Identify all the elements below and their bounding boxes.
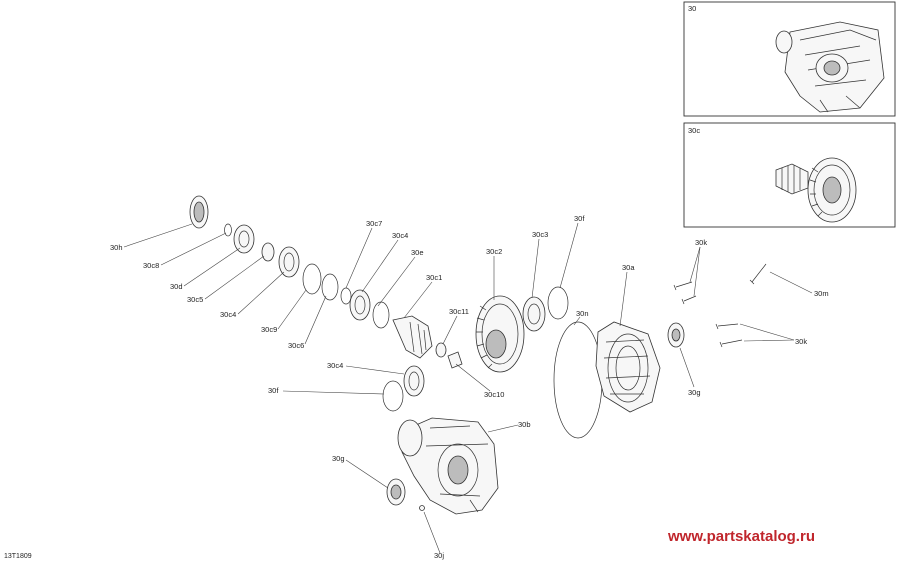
- part-30f-ring-upper: [547, 286, 569, 320]
- callout-30c4-mid: 30c4: [392, 231, 408, 240]
- callout-30m: 30m: [814, 289, 829, 298]
- callout-30c8: 30c8: [143, 261, 159, 270]
- callout-30c7: 30c7: [366, 219, 382, 228]
- part-30c7-shim: [340, 287, 352, 305]
- callout-30n: 30n: [576, 309, 589, 318]
- callout-30a: 30a: [622, 263, 635, 272]
- part-30c8-oring: [224, 223, 232, 237]
- callout-labels: 30h 30c8 30d 30c5 30c4 30c9 30c6 30c7 30…: [110, 214, 829, 560]
- inset-label: 30: [688, 4, 696, 13]
- callout-30c10: 30c10: [484, 390, 504, 399]
- callout-30b: 30b: [518, 420, 531, 429]
- part-30c9-ring: [302, 263, 322, 295]
- inset-assembly-30: 30: [683, 1, 896, 117]
- part-30b-housing: [397, 417, 499, 515]
- part-30c4-bearing-upper: [278, 246, 300, 278]
- part-30j-plug: [419, 505, 425, 511]
- part-30g-seal-lower: [386, 478, 406, 506]
- callout-30j: 30j: [434, 551, 444, 560]
- part-30k-bolts-upper: [673, 281, 697, 305]
- part-30f-ring-lower: [382, 380, 404, 412]
- part-30m-stud: [749, 263, 767, 285]
- part-30c2-ring-gear: [475, 295, 525, 373]
- part-30d-bearing: [233, 224, 255, 254]
- part-30c11-spacer: [435, 342, 447, 358]
- callout-30c4: 30c4: [220, 310, 236, 319]
- callout-30c2: 30c2: [486, 247, 502, 256]
- part-30c3-bearing: [522, 296, 546, 332]
- part-30a-cover: [595, 321, 661, 413]
- callout-30g-right: 30g: [688, 388, 701, 397]
- leader-lines: [123, 222, 813, 554]
- callout-30k-lower: 30k: [795, 337, 807, 346]
- callout-30c3: 30c3: [532, 230, 548, 239]
- callout-30c4-lower: 30c4: [327, 361, 343, 370]
- part-30c1-pinion-shaft: [392, 315, 433, 359]
- part-30c10-bushing: [447, 351, 463, 369]
- inset-gearset-30c: 30c: [683, 122, 896, 228]
- callout-30c9: 30c9: [261, 325, 277, 334]
- part-30n-oring: [553, 321, 603, 439]
- part-30c6-ring: [321, 273, 339, 301]
- callout-30d: 30d: [170, 282, 183, 291]
- callout-30c11: 30c11: [449, 307, 469, 316]
- callout-30e: 30e: [411, 248, 424, 257]
- drawing-code: 13T1809: [4, 553, 32, 560]
- part-30c4-bearing-mid: [349, 289, 371, 321]
- callout-30k-upper: 30k: [695, 238, 707, 247]
- part-30g-seal-right: [667, 322, 685, 348]
- part-30k-bolts-lower: [715, 323, 743, 348]
- callout-30h: 30h: [110, 243, 123, 252]
- callout-30c6: 30c6: [288, 341, 304, 350]
- callout-30c5: 30c5: [187, 295, 203, 304]
- watermark: www.partskatalog.ru: [667, 528, 815, 545]
- part-30c5-spacer: [261, 242, 275, 262]
- callout-30f-lower: 30f: [268, 386, 279, 395]
- callout-30c1: 30c1: [426, 273, 442, 282]
- part-30h-seal: [189, 195, 209, 229]
- callout-30f-upper: 30f: [574, 214, 585, 223]
- part-30c4-bearing-lower: [403, 365, 425, 397]
- callout-30g-lower: 30g: [332, 454, 345, 463]
- inset-label: 30c: [688, 126, 700, 135]
- part-30e-ring: [372, 301, 390, 329]
